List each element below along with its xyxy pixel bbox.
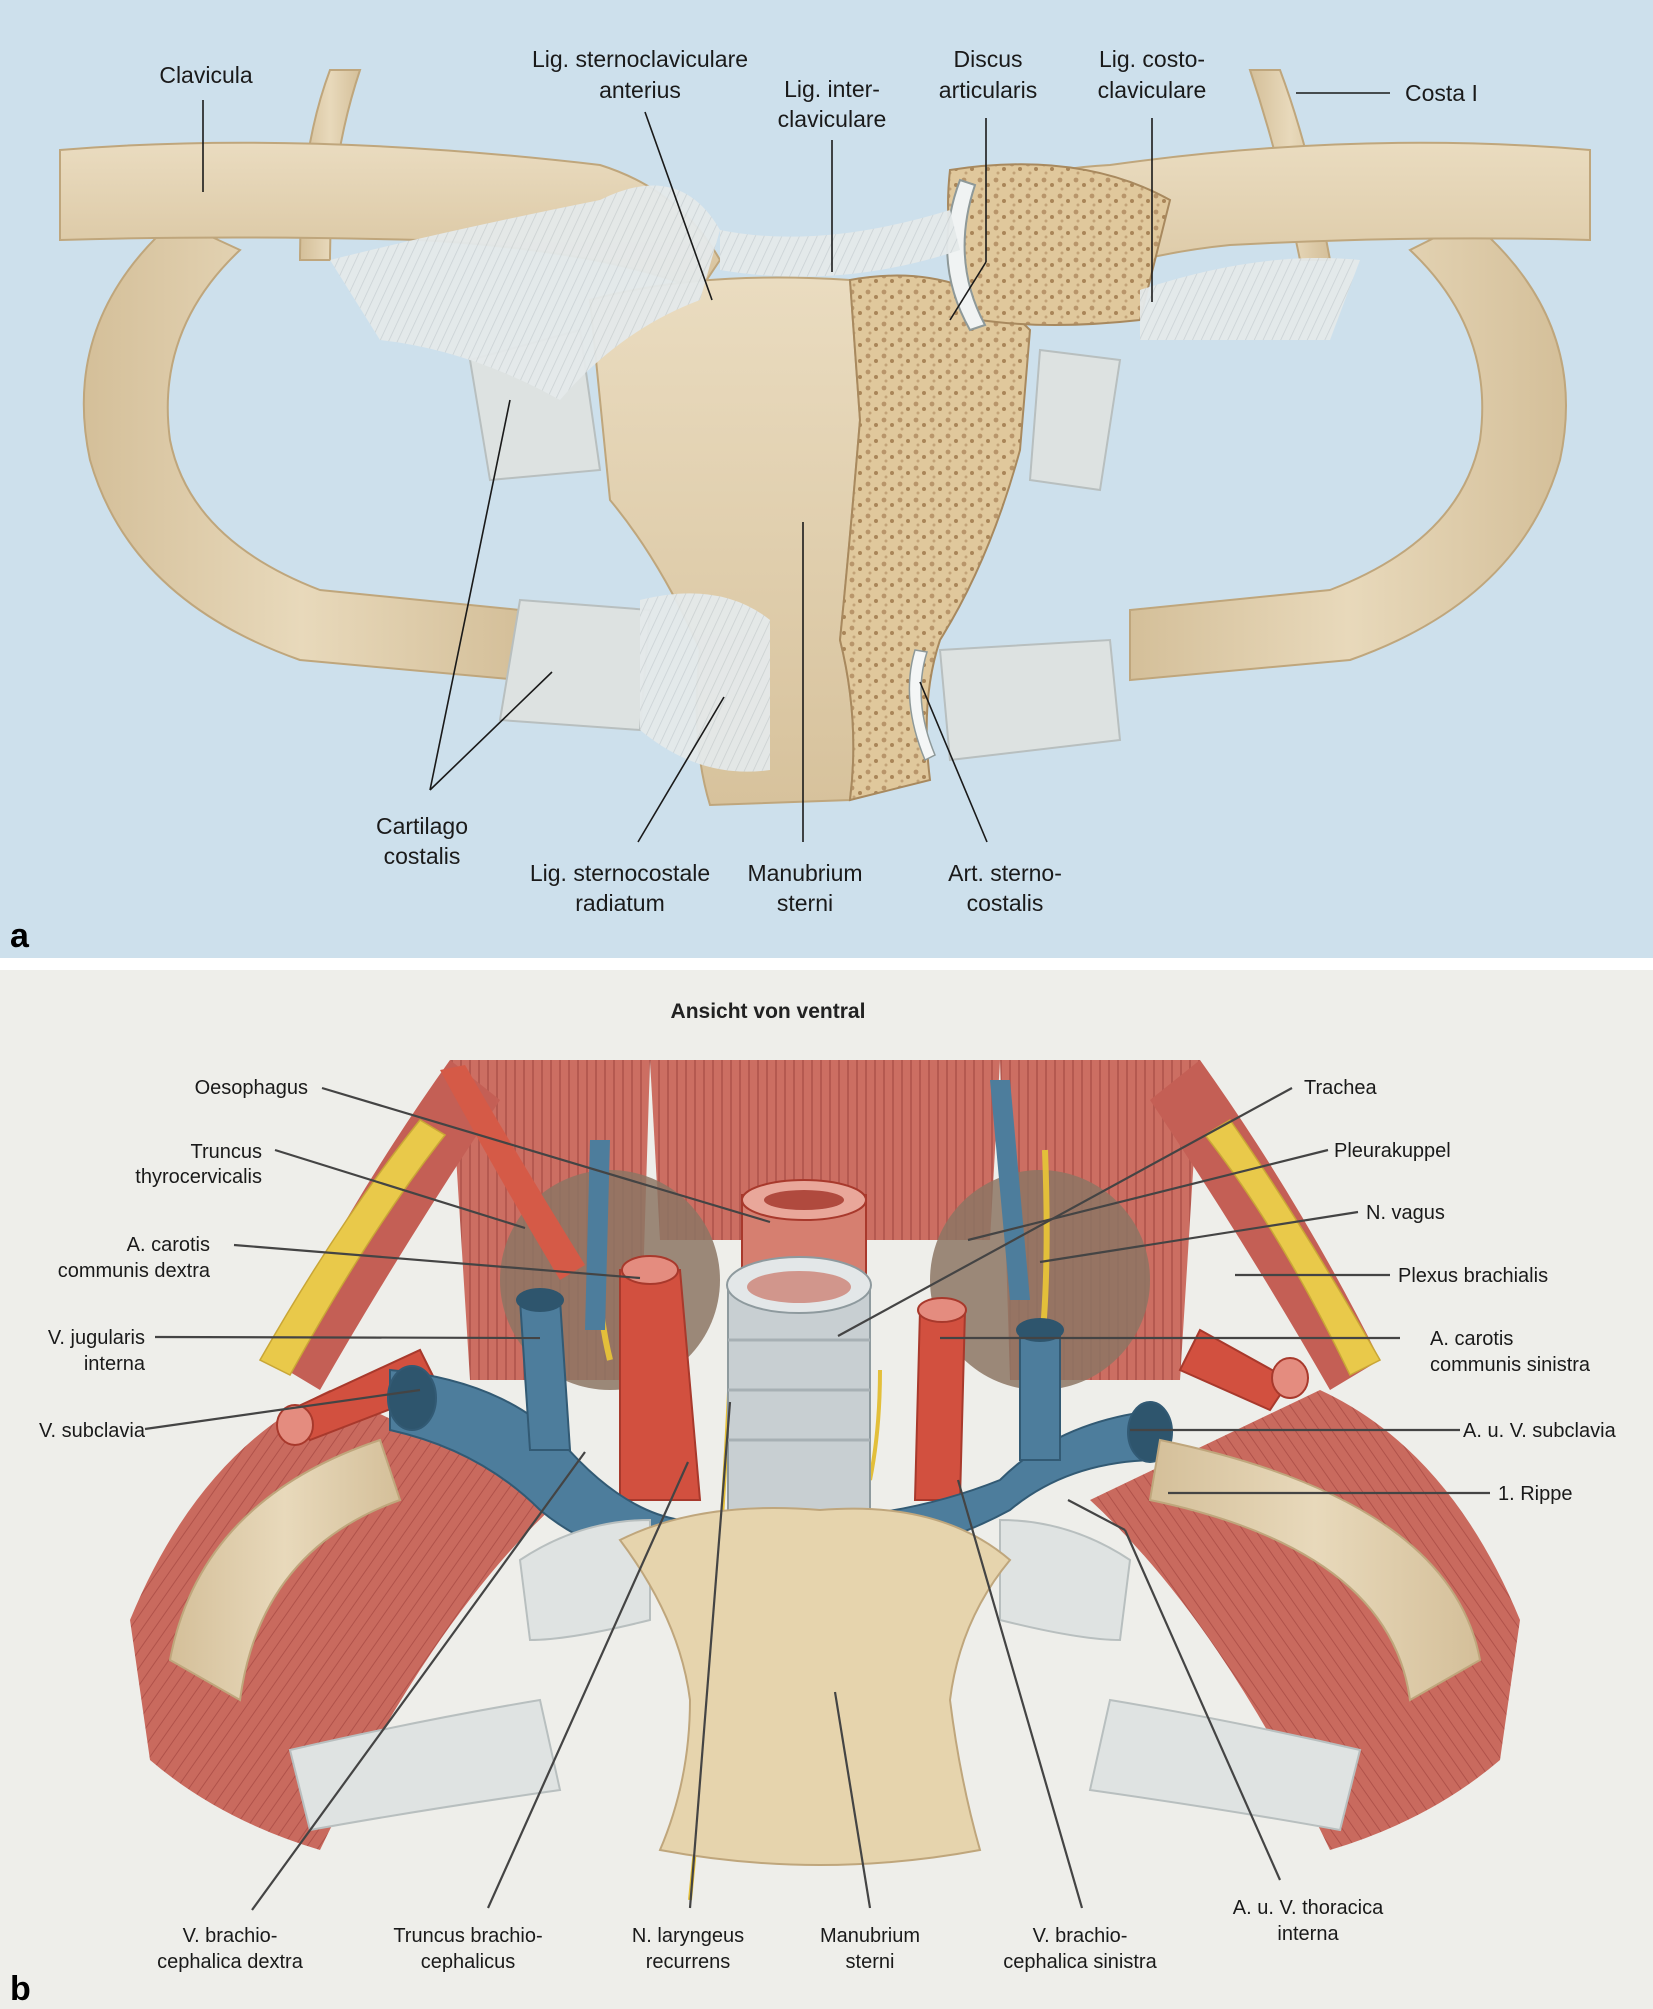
panel-b-leader-lines	[144, 1086, 1490, 1911]
panel-separator	[0, 958, 1653, 970]
clavicula-section-illustration	[947, 163, 1172, 326]
label-lig-interclaviculare-line2: claviculare	[778, 106, 887, 132]
label-v-jugularis-line1: V. jugularis	[48, 1327, 145, 1349]
label-v-brachiocephalica-sinistra-line2: cephalica sinistra	[1003, 1951, 1157, 1973]
label-v-brachiocephalica-dextra-line1: V. brachio-	[183, 1925, 278, 1947]
ligament-illustration	[330, 185, 1360, 772]
label-n-laryngeus-line1: N. laryngeus	[632, 1925, 744, 1947]
label-v-brachiocephalica-dextra-line2: cephalica dextra	[157, 1951, 304, 1973]
label-thoracica-interna-line1: A. u. V. thoracica	[1233, 1897, 1384, 1919]
label-clavicula: Clavicula	[159, 62, 253, 88]
label-carotis-sinistra-line2: communis sinistra	[1430, 1354, 1591, 1376]
panel-a: Clavicula Lig. sternoclaviculare anteriu…	[0, 0, 1653, 958]
panel-b-letter: b	[10, 1970, 31, 2008]
art-sternocostalis-illustration	[908, 649, 936, 762]
label-truncus-thyrocervicalis-line1: Truncus	[190, 1141, 262, 1163]
label-v-brachiocephalica-sinistra-line1: V. brachio-	[1033, 1925, 1128, 1947]
panel-a-leader-lines	[202, 92, 1390, 843]
label-cartilago-line1: Cartilago	[376, 813, 468, 839]
label-carotis-sinistra-line1: A. carotis	[1430, 1328, 1513, 1350]
label-manubrium-a-line1: Manubrium	[747, 860, 862, 886]
panel-b: Ansicht von ventral	[0, 970, 1653, 2009]
label-n-vagus: N. vagus	[1366, 1202, 1445, 1224]
label-v-subclavia: V. subclavia	[39, 1420, 146, 1442]
label-oesophagus: Oesophagus	[195, 1077, 308, 1099]
label-lig-sternoclaviculare-line2: anterius	[599, 77, 681, 103]
label-a-v-subclavia: A. u. V. subclavia	[1463, 1420, 1617, 1442]
label-lig-sternocostale-line2: radiatum	[575, 890, 664, 916]
label-1-rippe: 1. Rippe	[1498, 1483, 1573, 1505]
label-lig-costoclaviculare-line1: Lig. costo-	[1099, 46, 1205, 72]
label-lig-sternoclaviculare-line1: Lig. sternoclaviculare	[532, 46, 748, 72]
manubrium-b-illustration	[618, 1507, 1012, 1866]
label-carotis-dextra-line2: communis dextra	[58, 1260, 211, 1282]
label-art-sternocostalis-line2: costalis	[967, 890, 1044, 916]
panel-b-heading: Ansicht von ventral	[671, 1000, 866, 1023]
label-trachea: Trachea	[1304, 1077, 1378, 1099]
panel-a-labels: Clavicula Lig. sternoclaviculare anteriu…	[10, 46, 1478, 955]
label-carotis-dextra-line1: A. carotis	[127, 1234, 210, 1256]
label-cartilago-line2: costalis	[384, 843, 461, 869]
label-manubrium-b-line2: sterni	[846, 1951, 895, 1973]
label-discus-line2: articularis	[939, 77, 1037, 103]
label-manubrium-b-line1: Manubrium	[820, 1925, 920, 1947]
trachea-illustration	[726, 1256, 872, 1516]
label-art-sternocostalis-line1: Art. sterno-	[948, 860, 1062, 886]
label-n-laryngeus-line2: recurrens	[646, 1951, 730, 1973]
label-discus-line1: Discus	[953, 46, 1022, 72]
label-costa: Costa I	[1405, 80, 1478, 106]
label-manubrium-a-line2: sterni	[777, 890, 833, 916]
label-plexus-brachialis: Plexus brachialis	[1398, 1265, 1548, 1287]
label-thoracica-interna-line2: interna	[1277, 1923, 1339, 1945]
label-pleurakuppel: Pleurakuppel	[1334, 1140, 1451, 1162]
panel-a-letter: a	[10, 917, 30, 955]
label-truncus-thyrocervicalis-line2: thyrocervicalis	[135, 1166, 262, 1188]
label-lig-sternocostale-line1: Lig. sternocostale	[530, 860, 710, 886]
rippe-illustration	[168, 1438, 1482, 1832]
label-lig-interclaviculare-line1: Lig. inter-	[784, 76, 880, 102]
label-v-jugularis-line2: interna	[84, 1353, 146, 1375]
label-lig-costoclaviculare-line2: claviculare	[1098, 77, 1207, 103]
label-truncus-brachiocephalicus-line1: Truncus brachio-	[393, 1925, 542, 1947]
panel-b-labels: Oesophagus Truncus thyrocervicalis A. ca…	[10, 1077, 1617, 2008]
label-truncus-brachiocephalicus-line2: cephalicus	[421, 1951, 516, 1973]
